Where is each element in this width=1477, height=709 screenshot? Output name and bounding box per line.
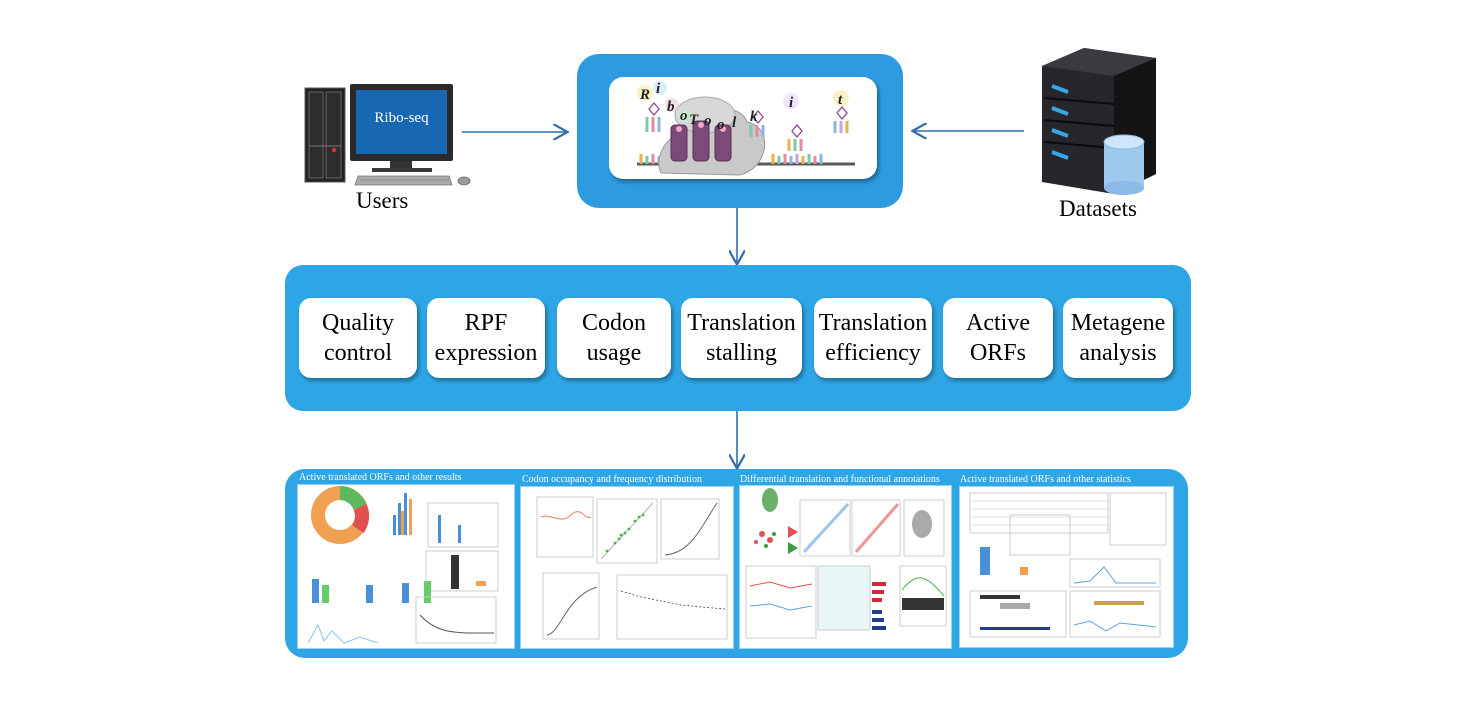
datasets-label: Datasets (1059, 196, 1137, 221)
logo-letter: o (680, 108, 688, 124)
logo-letter: b (667, 99, 675, 115)
monitor-label: Ribo-seq (374, 110, 429, 126)
results-title: Differential translation and functional … (740, 474, 940, 485)
ribotoolkit-logo: R i b o T o o l k i t (609, 77, 877, 179)
results-image-orfs (297, 484, 515, 649)
computer-icon (304, 84, 471, 186)
results-title: Codon occupancy and frequency distributi… (522, 474, 702, 485)
server-icon (1042, 48, 1156, 195)
ribosome-illustration: R i b o T o o l k i t (637, 81, 855, 176)
logo-letter: i (789, 95, 794, 111)
logo-letter: k (750, 109, 758, 125)
logo-letter: i (656, 81, 661, 97)
results-image-statistics (959, 486, 1174, 648)
logo-letter: o (704, 113, 712, 129)
logo-letter: R (639, 87, 650, 103)
logo-letter: o (717, 117, 725, 133)
logo-letter: t (838, 92, 843, 108)
results-title: Active translated ORFs and other statist… (960, 474, 1131, 485)
logo-letter: T (689, 112, 699, 128)
results-image-differential (739, 485, 952, 649)
results-image-codon (520, 486, 734, 649)
results-title: Active translated ORFs and other results (299, 472, 462, 483)
logo-letter: l (732, 115, 737, 131)
users-label: Users (356, 188, 409, 213)
